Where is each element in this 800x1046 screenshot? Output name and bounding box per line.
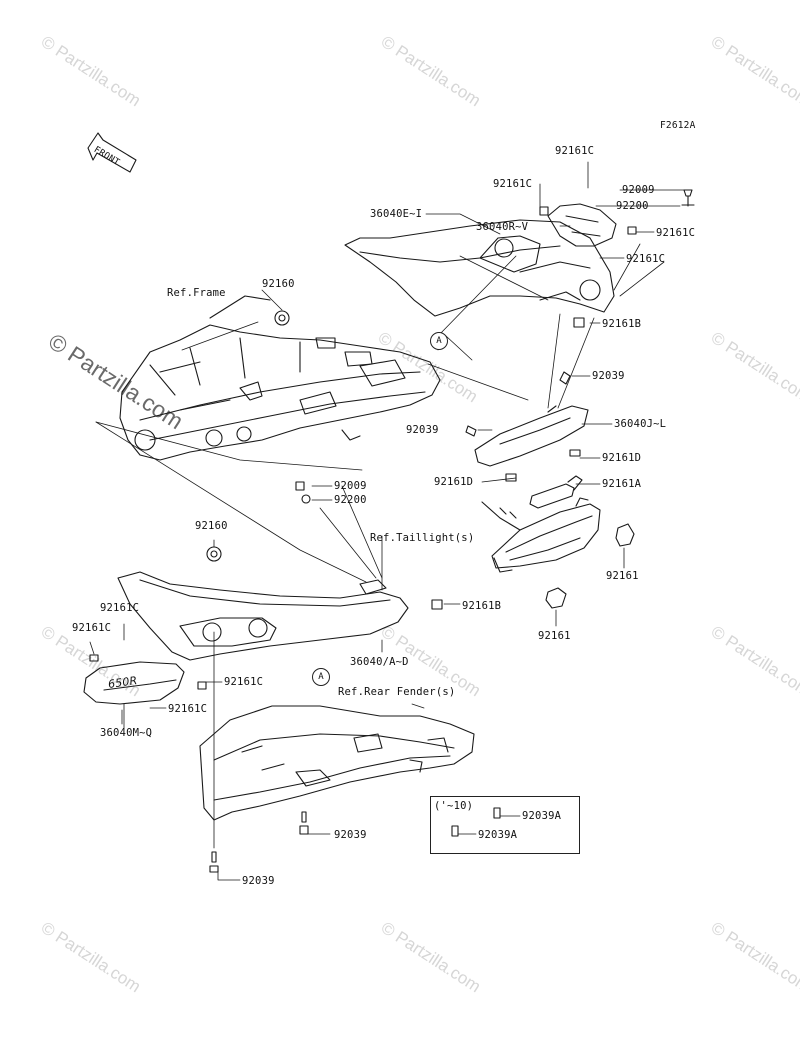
part-label[interactable]: 92161C: [626, 253, 666, 265]
rear-fender-outline: [199, 705, 475, 821]
year-note-box: [430, 796, 580, 854]
year-note-label: ('~10): [434, 800, 474, 812]
part-label[interactable]: 92161C: [72, 622, 112, 634]
ref-taillight-label: Ref.Taillight(s): [370, 532, 475, 544]
part-label[interactable]: 92161D: [602, 452, 642, 464]
part-label[interactable]: 92161C: [493, 178, 533, 190]
part-label[interactable]: 92161C: [224, 676, 264, 688]
part-label[interactable]: 92039: [334, 829, 367, 841]
taillight-outline: [481, 497, 601, 573]
part-label[interactable]: 92161B: [462, 600, 502, 612]
part-label[interactable]: 92161: [538, 630, 571, 642]
part-label[interactable]: 36040E~I: [370, 208, 423, 220]
part-label[interactable]: 92200: [616, 200, 649, 212]
part-label[interactable]: 36040R~V: [476, 221, 529, 233]
side-cover-left-outline: [117, 571, 409, 661]
upper-cover-outline: [344, 219, 615, 317]
front-arrow-icon: [87, 132, 137, 173]
tail-top-cover-outline: [547, 203, 617, 247]
part-label[interactable]: 92160: [262, 278, 295, 290]
part-label[interactable]: 92161C: [100, 602, 140, 614]
emblem-cover-outline: [83, 661, 185, 705]
part-label[interactable]: 92039A: [522, 810, 562, 822]
part-label[interactable]: 92039: [592, 370, 625, 382]
part-label[interactable]: 36040/A~D: [350, 656, 409, 668]
part-label[interactable]: 92161: [606, 570, 639, 582]
part-label[interactable]: 92009: [334, 480, 367, 492]
part-label[interactable]: 92039A: [478, 829, 518, 841]
figure-code: F2612A: [660, 120, 696, 131]
part-label[interactable]: 92039: [242, 875, 275, 887]
ref-rear-fender-label: Ref.Rear Fender(s): [338, 686, 456, 698]
reference-callout-a: A: [312, 668, 330, 686]
part-label[interactable]: 92161D: [434, 476, 474, 488]
bracket-outline: [529, 475, 583, 509]
part-label[interactable]: 36040J~L: [614, 418, 667, 430]
part-label[interactable]: 92009: [622, 184, 655, 196]
part-label[interactable]: 92161B: [602, 318, 642, 330]
part-label[interactable]: 92161C: [555, 145, 595, 157]
part-label[interactable]: 92161C: [168, 703, 208, 715]
part-label[interactable]: 92039: [406, 424, 439, 436]
part-label[interactable]: 92161A: [602, 478, 642, 490]
part-label[interactable]: 36040M~Q: [100, 727, 153, 739]
side-cover-right-outline: [474, 405, 589, 467]
part-label[interactable]: 92160: [195, 520, 228, 532]
reference-callout-a: A: [430, 332, 448, 350]
part-label[interactable]: 92161C: [656, 227, 696, 239]
part-label[interactable]: 92200: [334, 494, 367, 506]
ref-frame-label: Ref.Frame: [167, 287, 226, 299]
cushion-outline: [545, 523, 635, 609]
